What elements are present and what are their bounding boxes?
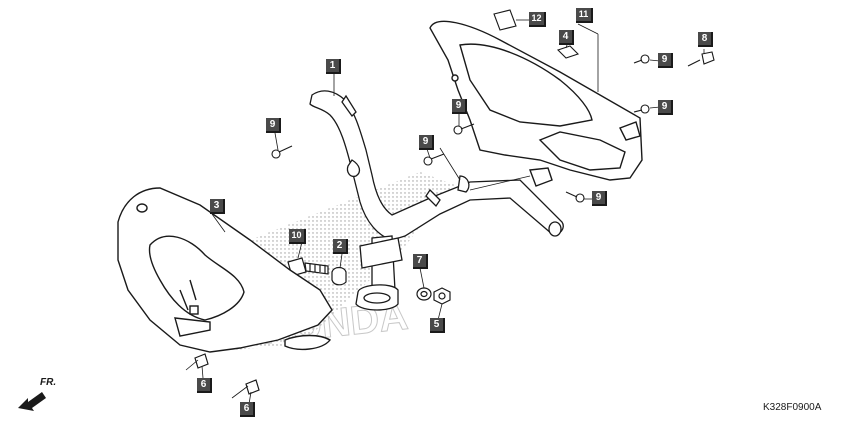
part-number-9f: 9 (592, 191, 607, 206)
part-number-1: 1 (326, 59, 341, 74)
part-number-8: 8 (698, 32, 713, 47)
handlebar-bolt (287, 257, 329, 277)
handlebar (309, 90, 564, 241)
bolt (687, 51, 715, 67)
part-number-10: 10 (289, 229, 306, 244)
part-number-5: 5 (430, 318, 445, 333)
part-number-9b: 9 (419, 135, 434, 150)
nut (433, 287, 451, 305)
leader-lines (185, 19, 705, 405)
part-number-4: 4 (559, 30, 574, 45)
part-number-7: 7 (413, 254, 428, 269)
rear-handlebar-cover (429, 20, 643, 187)
part-number-3: 3 (210, 199, 225, 214)
collar (416, 287, 432, 301)
part-number-11: 11 (576, 8, 593, 23)
part-number-9e: 9 (658, 100, 673, 115)
part-number-12: 12 (529, 12, 546, 27)
rear-cover-grommet (493, 9, 517, 31)
diagram-code: K328F0900A (763, 402, 822, 413)
front-arrow-icon (18, 392, 46, 411)
part-number-9a: 9 (266, 118, 281, 133)
front-handlebar-cover (117, 187, 333, 353)
handlebar-clamp-cap (331, 266, 347, 286)
part-number-2: 2 (333, 239, 348, 254)
nut-clip (556, 45, 580, 59)
clip (194, 353, 260, 395)
front-direction-label: FR. (40, 377, 57, 388)
screw (271, 54, 650, 203)
part-number-9d: 9 (658, 53, 673, 68)
part-number-6a: 6 (197, 378, 212, 393)
handlebar-stem (355, 235, 403, 311)
part-number-6b: 6 (240, 402, 255, 417)
part-number-9c: 9 (452, 99, 467, 114)
